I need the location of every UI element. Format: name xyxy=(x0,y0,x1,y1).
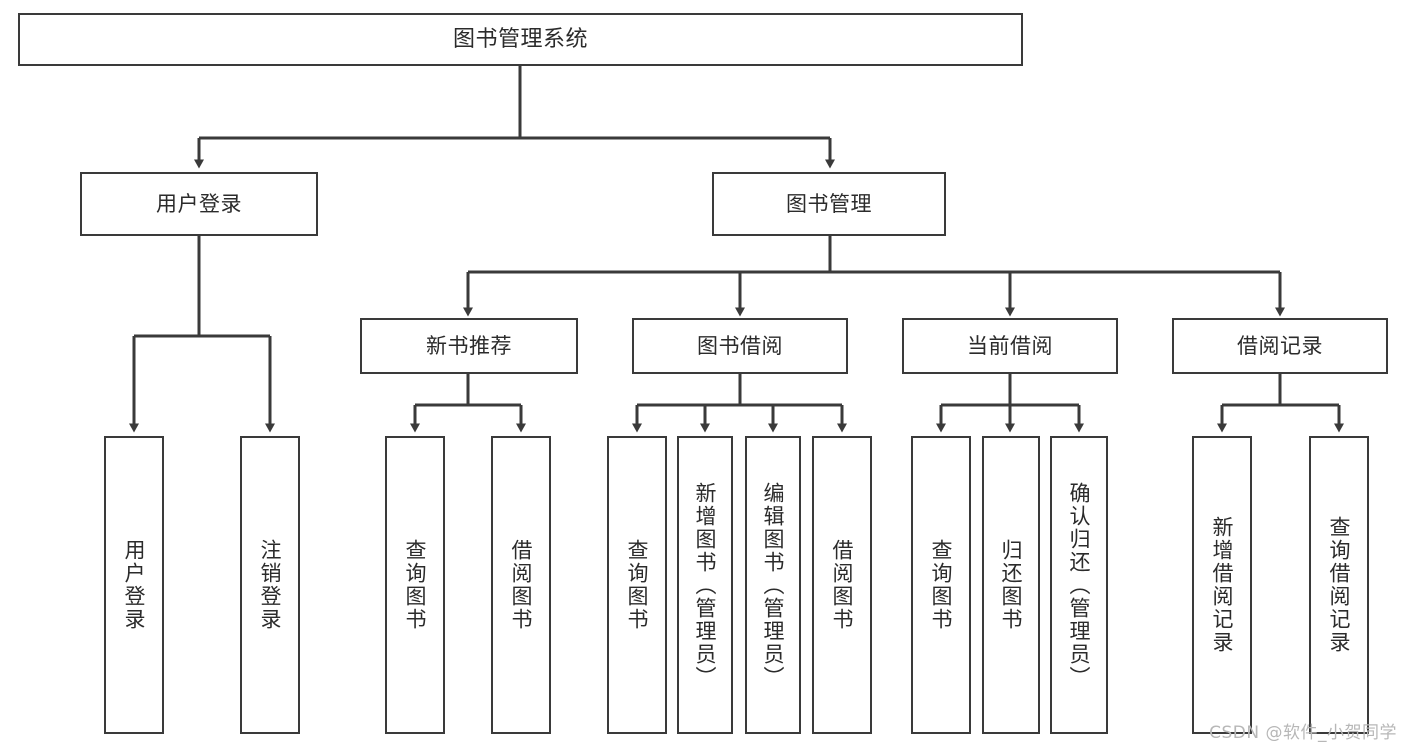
node-leaf-borrow-book[interactable]: 借阅图书 xyxy=(812,436,872,734)
node-leaf-user-login[interactable]: 用户登录 xyxy=(104,436,164,734)
node-label: 查询图书 xyxy=(929,539,954,631)
node-label: 归还图书 xyxy=(999,539,1024,631)
node-book-management[interactable]: 图书管理 xyxy=(712,172,946,236)
node-label: 查询图书 xyxy=(625,539,650,631)
node-label: 图书管理 xyxy=(786,191,872,216)
node-label: 借阅记录 xyxy=(1237,333,1323,358)
node-leaf-borrow-book-recommend[interactable]: 借阅图书 xyxy=(491,436,551,734)
node-leaf-edit-book-admin[interactable]: 编辑图书（管理员） xyxy=(745,436,801,734)
node-label: 当前借阅 xyxy=(967,333,1053,358)
node-label: 图书管理系统 xyxy=(452,26,588,52)
node-book-borrow[interactable]: 图书借阅 xyxy=(632,318,848,374)
node-label: 借阅图书 xyxy=(509,539,534,631)
node-leaf-query-book-borrow[interactable]: 查询图书 xyxy=(607,436,667,734)
node-label: 图书借阅 xyxy=(697,333,783,358)
node-leaf-add-book-admin[interactable]: 新增图书（管理员） xyxy=(677,436,733,734)
node-user-login[interactable]: 用户登录 xyxy=(80,172,318,236)
node-label: 用户登录 xyxy=(122,539,147,631)
node-leaf-query-borrow-record[interactable]: 查询借阅记录 xyxy=(1309,436,1369,734)
node-current-borrow[interactable]: 当前借阅 xyxy=(902,318,1118,374)
node-label: 新增图书（管理员） xyxy=(693,481,718,689)
node-new-book-recommend[interactable]: 新书推荐 xyxy=(360,318,578,374)
node-leaf-return-book[interactable]: 归还图书 xyxy=(982,436,1040,734)
node-label: 确认归还（管理员） xyxy=(1067,481,1092,689)
node-label: 注销登录 xyxy=(258,539,283,631)
node-leaf-query-book-recommend[interactable]: 查询图书 xyxy=(385,436,445,734)
node-leaf-confirm-return-admin[interactable]: 确认归还（管理员） xyxy=(1050,436,1108,734)
node-label: 编辑图书（管理员） xyxy=(761,481,786,689)
csdn-watermark: CSDN @软件_小贺同学 xyxy=(1209,723,1397,743)
node-leaf-add-borrow-record[interactable]: 新增借阅记录 xyxy=(1192,436,1252,734)
node-label: 查询图书 xyxy=(403,539,428,631)
node-borrow-record[interactable]: 借阅记录 xyxy=(1172,318,1388,374)
node-label: 借阅图书 xyxy=(830,539,855,631)
node-label: 查询借阅记录 xyxy=(1327,516,1352,654)
node-leaf-query-book-current[interactable]: 查询图书 xyxy=(911,436,971,734)
node-label: 新增借阅记录 xyxy=(1210,516,1235,654)
node-leaf-logout[interactable]: 注销登录 xyxy=(240,436,300,734)
node-label: 用户登录 xyxy=(156,191,242,216)
node-label: 新书推荐 xyxy=(426,333,512,358)
node-root-book-management-system[interactable]: 图书管理系统 xyxy=(18,13,1023,66)
